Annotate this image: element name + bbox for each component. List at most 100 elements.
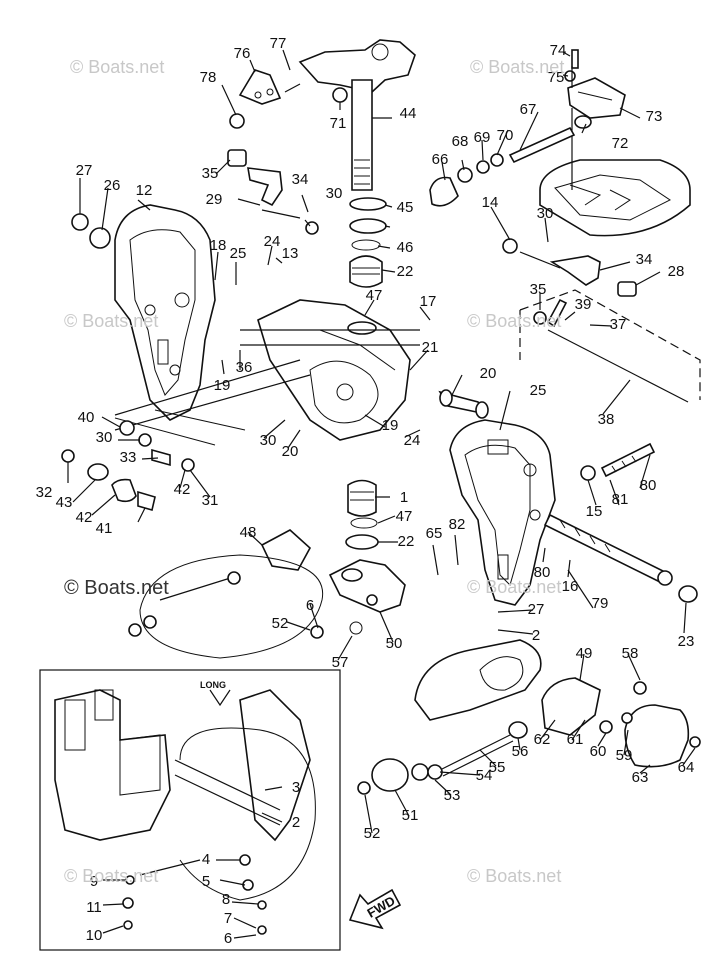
callout-10: 10 bbox=[86, 927, 103, 944]
callout-45: 45 bbox=[397, 199, 414, 216]
callout-7: 7 bbox=[224, 910, 232, 927]
callout-42: 42 bbox=[76, 509, 93, 526]
rod-67 bbox=[429, 126, 576, 207]
callout-8: 8 bbox=[222, 891, 230, 908]
callout-62: 62 bbox=[534, 731, 551, 748]
callout-39: 39 bbox=[575, 296, 592, 313]
steering-arm-assembly bbox=[298, 39, 416, 288]
callout-75: 75 bbox=[548, 69, 565, 86]
callout-74: 74 bbox=[550, 42, 567, 59]
bolt-79 bbox=[580, 442, 656, 481]
callout-80: 80 bbox=[640, 477, 657, 494]
callout-43: 43 bbox=[56, 494, 73, 511]
clamp-bracket-right bbox=[449, 419, 556, 606]
callout-80: 80 bbox=[534, 564, 551, 581]
callout-46: 46 bbox=[397, 239, 414, 256]
callout-67: 67 bbox=[520, 101, 537, 118]
callout-31: 31 bbox=[202, 492, 219, 509]
callout-48: 48 bbox=[240, 524, 257, 541]
callout-71: 71 bbox=[330, 115, 347, 132]
lever-36 bbox=[519, 289, 701, 403]
callout-50: 50 bbox=[386, 635, 403, 652]
bolt-12-washers bbox=[71, 213, 111, 249]
callout-37: 37 bbox=[610, 316, 627, 333]
callout-79: 79 bbox=[592, 595, 609, 612]
callout-52: 52 bbox=[272, 615, 289, 632]
callout-47: 47 bbox=[366, 287, 383, 304]
bracket-76 bbox=[229, 69, 301, 129]
callout-34: 34 bbox=[636, 251, 653, 268]
callout-24: 24 bbox=[264, 233, 281, 250]
steering-arm-49 bbox=[310, 559, 406, 639]
callout-55: 55 bbox=[489, 759, 506, 776]
callout-47: 47 bbox=[396, 508, 413, 525]
callout-40: 40 bbox=[78, 409, 95, 426]
bracket-28 bbox=[502, 238, 637, 297]
callout-51: 51 bbox=[402, 807, 419, 824]
callout-61: 61 bbox=[567, 731, 584, 748]
tilt-stopper-assembly bbox=[61, 359, 311, 512]
steering-cover-assembly bbox=[539, 49, 691, 237]
callout-41: 41 bbox=[96, 520, 113, 537]
callout-27: 27 bbox=[528, 601, 545, 618]
callout-65: 65 bbox=[426, 525, 443, 542]
callout-26: 26 bbox=[104, 177, 121, 194]
callout-59: 59 bbox=[616, 747, 633, 764]
callout-81: 81 bbox=[612, 491, 629, 508]
callout-30: 30 bbox=[537, 205, 554, 222]
callout-38: 38 bbox=[598, 411, 615, 428]
callout-18: 18 bbox=[210, 237, 227, 254]
callout-77: 77 bbox=[270, 35, 287, 52]
callout-12: 12 bbox=[136, 182, 153, 199]
callout-35: 35 bbox=[202, 165, 219, 182]
callout-19: 19 bbox=[214, 377, 231, 394]
callout-6: 6 bbox=[306, 597, 314, 614]
leader-lines bbox=[67, 49, 696, 939]
callout-56: 56 bbox=[512, 743, 529, 760]
callout-33: 33 bbox=[120, 449, 137, 466]
callout-27: 27 bbox=[76, 162, 93, 179]
callout-30: 30 bbox=[326, 185, 343, 202]
callout-82: 82 bbox=[449, 516, 466, 533]
callout-17: 17 bbox=[420, 293, 437, 310]
callout-3: 3 bbox=[292, 779, 300, 796]
callout-30: 30 bbox=[260, 432, 277, 449]
callout-15: 15 bbox=[586, 503, 603, 520]
callout-72: 72 bbox=[612, 135, 629, 152]
forward-arrow-icon: FWD bbox=[348, 888, 402, 930]
lower-case-mount bbox=[414, 639, 701, 768]
callout-22: 22 bbox=[398, 533, 415, 550]
callout-21: 21 bbox=[422, 339, 439, 356]
long-shaft-inset: LONG bbox=[39, 669, 341, 951]
callout-68: 68 bbox=[452, 133, 469, 150]
callout-24: 24 bbox=[404, 432, 421, 449]
callout-58: 58 bbox=[622, 645, 639, 662]
inset-title: LONG bbox=[200, 680, 226, 690]
callout-73: 73 bbox=[646, 108, 663, 125]
callout-34: 34 bbox=[292, 171, 309, 188]
callout-78: 78 bbox=[200, 69, 217, 86]
callout-6: 6 bbox=[224, 930, 232, 947]
callout-32: 32 bbox=[36, 484, 53, 501]
callout-60: 60 bbox=[590, 743, 607, 760]
callout-20: 20 bbox=[480, 365, 497, 382]
clamp-bracket-left bbox=[114, 204, 216, 421]
callout-52: 52 bbox=[364, 825, 381, 842]
callout-13: 13 bbox=[282, 245, 299, 262]
callout-28: 28 bbox=[668, 263, 685, 280]
callout-66: 66 bbox=[432, 151, 449, 168]
lower-mount-stack bbox=[345, 479, 379, 550]
callout-70: 70 bbox=[497, 127, 514, 144]
callout-23: 23 bbox=[678, 633, 695, 650]
callout-69: 69 bbox=[474, 129, 491, 146]
callout-16: 16 bbox=[562, 578, 579, 595]
callout-5: 5 bbox=[202, 873, 210, 890]
bracket-29 bbox=[227, 149, 319, 235]
callout-25: 25 bbox=[530, 382, 547, 399]
lower-mount-bolt bbox=[357, 721, 528, 795]
anode-65 bbox=[128, 529, 324, 659]
callout-64: 64 bbox=[678, 759, 695, 776]
